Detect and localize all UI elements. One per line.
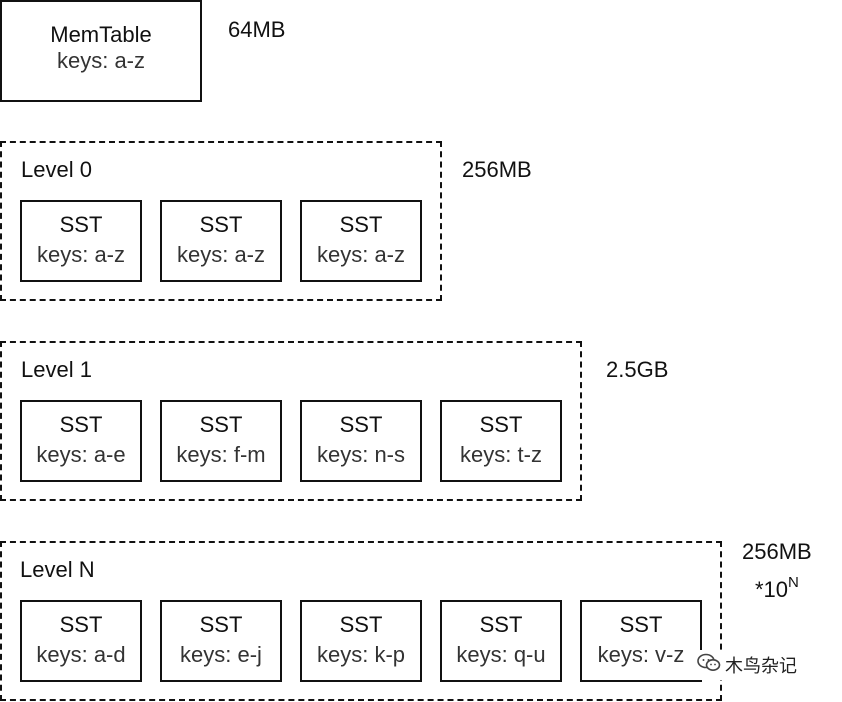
sst-keys: keys: n-s [316,442,406,467]
sst-title: SST [479,412,523,437]
sst-keys: keys: k-p [316,642,406,667]
sst-box: SST keys: a-z [160,200,282,282]
sst-box: SST keys: a-z [20,200,142,282]
level-1-container [0,341,582,501]
sst-title: SST [59,412,103,437]
sst-box: SST keys: t-z [440,400,562,482]
level-n-container [0,541,722,701]
sst-keys: keys: a-d [36,642,126,667]
sst-title: SST [59,212,103,237]
sst-title: SST [199,612,243,637]
sst-box: SST keys: n-s [300,400,422,482]
level-0-container [0,141,442,301]
sst-box: SST keys: a-e [20,400,142,482]
level-1-label: Level 1 [21,357,92,382]
sst-keys: keys: a-e [36,442,126,467]
watermark: 木鸟杂记 [693,650,801,680]
sst-keys: keys: a-z [176,242,266,267]
sst-title: SST [339,612,383,637]
sst-keys: keys: q-u [456,642,546,667]
sst-title: SST [199,412,243,437]
sst-keys: keys: t-z [460,442,542,467]
sst-keys: keys: a-z [316,242,406,267]
sst-title: SST [479,612,523,637]
sst-box: SST keys: k-p [300,600,422,682]
sst-box: SST keys: v-z [580,600,702,682]
memtable-box: MemTable keys: a-z [0,0,202,102]
level-n-size-multiplier: *10N [755,574,799,606]
sst-title: SST [59,612,103,637]
sst-keys: keys: v-z [597,642,685,667]
memtable-title: MemTable [50,22,152,47]
sst-box: SST keys: e-j [160,600,282,682]
level-n-size: 256MB [742,539,812,564]
sst-keys: keys: e-j [180,642,262,667]
level-0-size: 256MB [462,157,532,182]
multiplier-base: *10 [755,577,789,602]
sst-box: SST keys: a-z [300,200,422,282]
sst-title: SST [339,412,383,437]
level-1-size: 2.5GB [606,357,669,382]
wechat-icon [697,653,721,678]
memtable-size: 64MB [228,17,286,42]
sst-box: SST keys: f-m [160,400,282,482]
watermark-text: 木鸟杂记 [725,656,797,677]
sst-title: SST [619,612,663,637]
sst-title: SST [199,212,243,237]
sst-title: SST [339,212,383,237]
multiplier-exponent: N [788,574,799,591]
sst-box: SST keys: q-u [440,600,562,682]
sst-keys: keys: a-z [36,242,126,267]
sst-keys: keys: f-m [176,442,266,467]
level-0-label: Level 0 [21,157,92,182]
memtable-keys: keys: a-z [56,48,146,73]
level-n-label: Level N [20,557,95,582]
sst-box: SST keys: a-d [20,600,142,682]
